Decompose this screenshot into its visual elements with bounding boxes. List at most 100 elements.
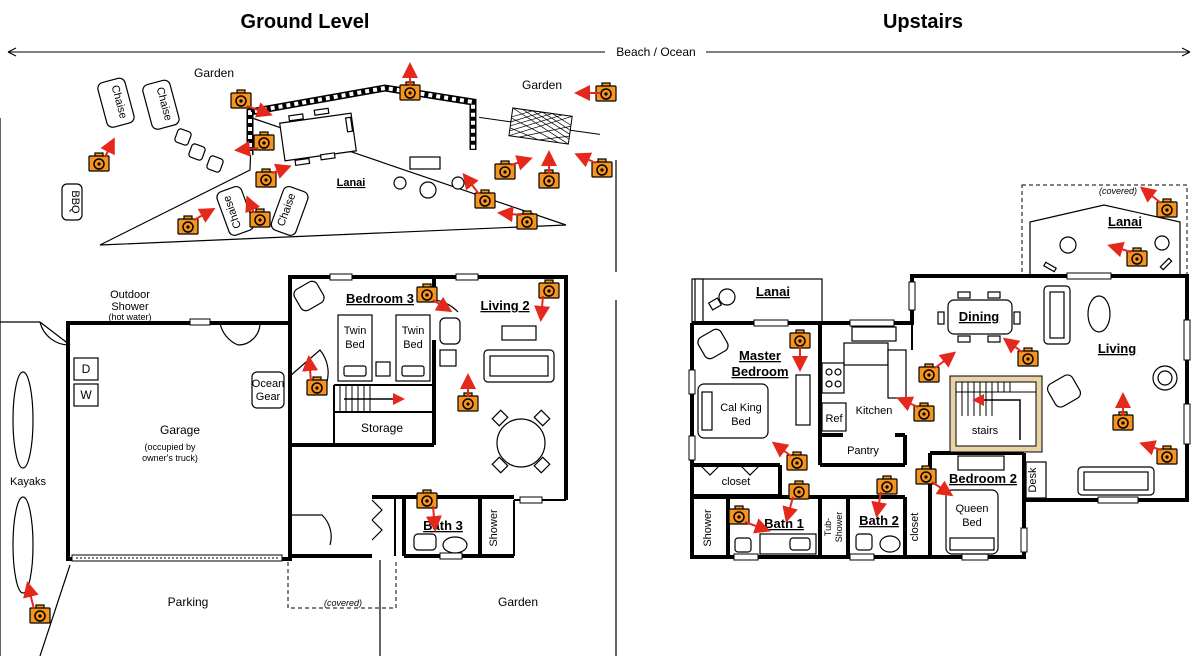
camera-icon[interactable] <box>574 82 617 102</box>
upstairs-plan: (covered) Lanai Lanai <box>688 184 1191 561</box>
camera-icon[interactable] <box>302 355 328 396</box>
view-direction-arrow <box>534 295 551 322</box>
view-direction-arrow <box>744 518 771 534</box>
camera-icon[interactable] <box>574 152 613 178</box>
bath3-label: Bath 3 <box>423 518 463 533</box>
camera-icon[interactable] <box>896 396 935 422</box>
ground-level-plan: Garden Garden Garden Lanai Chais <box>0 66 617 656</box>
camera-icon[interactable] <box>230 89 273 118</box>
camera-icon[interactable] <box>918 351 957 383</box>
camera-icon[interactable] <box>1107 241 1148 267</box>
view-direction-arrow <box>1107 241 1132 258</box>
camera-icon[interactable] <box>245 195 271 228</box>
outdoor-shower-label-2: Shower <box>111 301 149 313</box>
view-direction-arrow <box>1139 440 1162 456</box>
storage-label: Storage <box>361 421 403 435</box>
camera-icon[interactable] <box>1139 440 1178 465</box>
master-label-1: Master <box>739 348 781 363</box>
camera-icon[interactable] <box>23 581 51 624</box>
camera-icon[interactable] <box>538 150 560 189</box>
camera-icon[interactable] <box>416 283 453 313</box>
view-direction-arrow <box>510 155 533 171</box>
view-direction-arrow <box>432 296 453 313</box>
view-direction-arrow <box>1002 337 1023 354</box>
view-direction-arrow <box>782 496 798 523</box>
camera-icon[interactable] <box>88 137 115 172</box>
garage-label: Garage <box>160 423 200 437</box>
desk-label: Desk <box>1027 467 1039 493</box>
ground-level-title: Ground Level <box>241 11 370 33</box>
camera-icon[interactable] <box>255 163 292 188</box>
camera-icon[interactable] <box>728 505 771 534</box>
beach-ocean-arrow: Beach / Ocean <box>7 45 1191 59</box>
view-direction-arrow <box>23 581 39 610</box>
beach-ocean-label: Beach / Ocean <box>616 45 695 59</box>
twin-bed-2-label-1: Twin <box>402 325 425 337</box>
garden-label-right: Garden <box>522 78 562 92</box>
twin-bed-1-label-1: Twin <box>344 325 367 337</box>
camera-icon[interactable] <box>1139 186 1178 218</box>
view-direction-arrow <box>100 137 115 158</box>
lanai-small-label: Lanai <box>756 284 790 299</box>
view-direction-arrow <box>931 480 954 497</box>
view-direction-arrow <box>234 140 259 157</box>
view-direction-arrow <box>1139 186 1162 204</box>
camera-icon[interactable] <box>534 279 560 322</box>
lanai-top-label: Lanai <box>1108 214 1142 229</box>
view-direction-arrow <box>934 351 957 369</box>
camera-icon[interactable] <box>871 475 898 518</box>
ground-shower-label: Shower <box>488 509 500 547</box>
bath2-label: Bath 2 <box>859 513 899 528</box>
bedroom2-label: Bedroom 2 <box>949 471 1017 486</box>
parking-label: Parking <box>168 595 209 609</box>
camera-icon[interactable] <box>789 329 811 372</box>
camera-icon[interactable] <box>915 465 954 497</box>
ref-label: Ref <box>825 413 843 425</box>
upstairs-covered-label: (covered) <box>1099 186 1137 196</box>
view-direction-arrow <box>871 491 888 518</box>
camera-icon[interactable] <box>782 480 810 523</box>
tub-shower-label-2: Shower <box>834 512 844 543</box>
bath1-label: Bath 1 <box>764 516 804 531</box>
closet-label: closet <box>722 476 751 488</box>
camera-icon[interactable] <box>771 441 808 471</box>
camera-icon[interactable] <box>1002 337 1039 367</box>
twin-bed-2-label-2: Bed <box>403 339 423 351</box>
kayaks-label: Kayaks <box>10 476 47 488</box>
camera-icon[interactable] <box>399 62 421 101</box>
camera-icon[interactable] <box>497 206 538 230</box>
queen-bed-label-1: Queen <box>955 503 988 515</box>
garden-label-bottom: Garden <box>498 595 538 609</box>
view-direction-arrow <box>193 208 216 223</box>
master-label-2: Bedroom <box>731 364 788 379</box>
garden-label-left: Garden <box>194 66 234 80</box>
camera-icon[interactable] <box>177 208 216 235</box>
camera-icon[interactable] <box>416 489 442 532</box>
hot-water-label: (hot water) <box>108 312 151 322</box>
camera-icon[interactable] <box>234 131 275 157</box>
living-label: Living <box>1098 341 1136 356</box>
view-direction-arrow <box>425 505 442 532</box>
kitchen-label: Kitchen <box>856 405 893 417</box>
tub-shower-label-1: Tub- <box>823 518 833 536</box>
stairs-label: stairs <box>972 425 999 437</box>
bedroom3-label: Bedroom 3 <box>346 291 414 306</box>
camera-icon[interactable] <box>494 155 533 180</box>
upstairs-title: Upstairs <box>883 11 963 33</box>
lanai-ground-label: Lanai <box>337 177 366 189</box>
view-direction-arrow <box>896 396 919 412</box>
dryer-label: D <box>82 362 91 376</box>
camera-icon[interactable] <box>457 373 479 412</box>
view-direction-arrow <box>771 441 792 458</box>
garage-note-2: owner's truck) <box>142 453 198 463</box>
closet-small-label: closet <box>909 513 921 542</box>
pantry-label: Pantry <box>847 445 879 457</box>
twin-bed-1-label-2: Bed <box>345 339 365 351</box>
living2-label: Living 2 <box>480 298 529 313</box>
camera-icon[interactable] <box>462 172 496 209</box>
calking-label-1: Cal King <box>720 402 762 414</box>
camera-icon[interactable] <box>1112 392 1134 431</box>
view-direction-arrow <box>574 152 597 168</box>
camera-markers <box>23 62 1178 624</box>
